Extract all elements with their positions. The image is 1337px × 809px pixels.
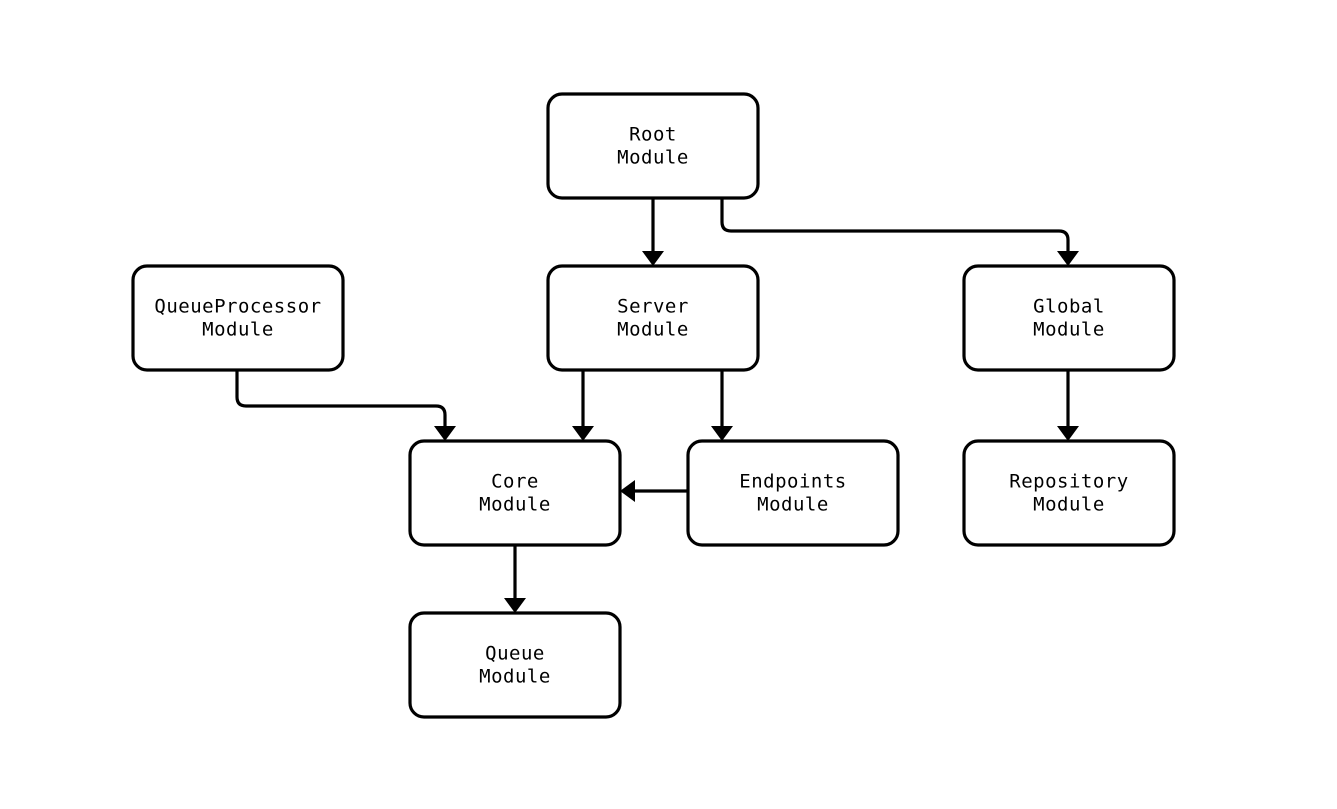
edge-endpoints-to-core <box>620 480 688 502</box>
edge-queueprocessor-to-core <box>235 370 456 441</box>
edge-server-to-core <box>572 370 594 441</box>
node-box[interactable] <box>408 439 622 547</box>
node-label-line1: Global <box>1033 296 1105 318</box>
arrowhead-icon <box>642 251 664 266</box>
arrowhead-icon <box>504 598 526 613</box>
node-label-line1: Server <box>617 296 689 318</box>
node-label-line1: Repository <box>1009 471 1128 493</box>
arrowhead-icon <box>434 426 456 441</box>
node-box[interactable] <box>962 264 1176 372</box>
arrowhead-icon <box>1057 251 1079 266</box>
node-box[interactable] <box>546 92 760 200</box>
edges-layer <box>235 198 1079 613</box>
edge-global-to-repository <box>1057 370 1079 441</box>
node-label-line1: Root <box>629 124 677 146</box>
node-box[interactable] <box>131 264 345 372</box>
arrowhead-icon <box>572 426 594 441</box>
edge-core-to-queue <box>504 545 526 613</box>
node-box[interactable] <box>408 611 622 719</box>
node-label-line2: Module <box>1033 494 1105 516</box>
node-label-line2: Module <box>202 319 274 341</box>
node-label-line1: Endpoints <box>739 471 846 493</box>
arrowhead-icon <box>620 480 635 502</box>
node-label-line2: Module <box>479 494 551 516</box>
nodes-layer: RootModuleQueueProcessorModuleServerModu… <box>131 92 1176 719</box>
arrowhead-icon <box>1057 426 1079 441</box>
node-label-line1: QueueProcessor <box>154 296 321 318</box>
node-label-line1: Queue <box>485 643 545 665</box>
node-box[interactable] <box>686 439 900 547</box>
node-label-line2: Module <box>757 494 829 516</box>
edge-server-to-endpoints <box>711 370 733 441</box>
edge-line <box>235 370 447 429</box>
edge-root-to-global <box>720 198 1079 266</box>
node-box[interactable] <box>962 439 1176 547</box>
node-label-line2: Module <box>617 147 689 169</box>
node-label-line2: Module <box>617 319 689 341</box>
arrowhead-icon <box>711 426 733 441</box>
node-label-line2: Module <box>479 666 551 688</box>
node-box[interactable] <box>546 264 760 372</box>
edge-root-to-server <box>642 198 664 266</box>
node-label-line1: Core <box>491 471 539 493</box>
node-label-line2: Module <box>1033 319 1105 341</box>
edge-line <box>720 198 1070 254</box>
